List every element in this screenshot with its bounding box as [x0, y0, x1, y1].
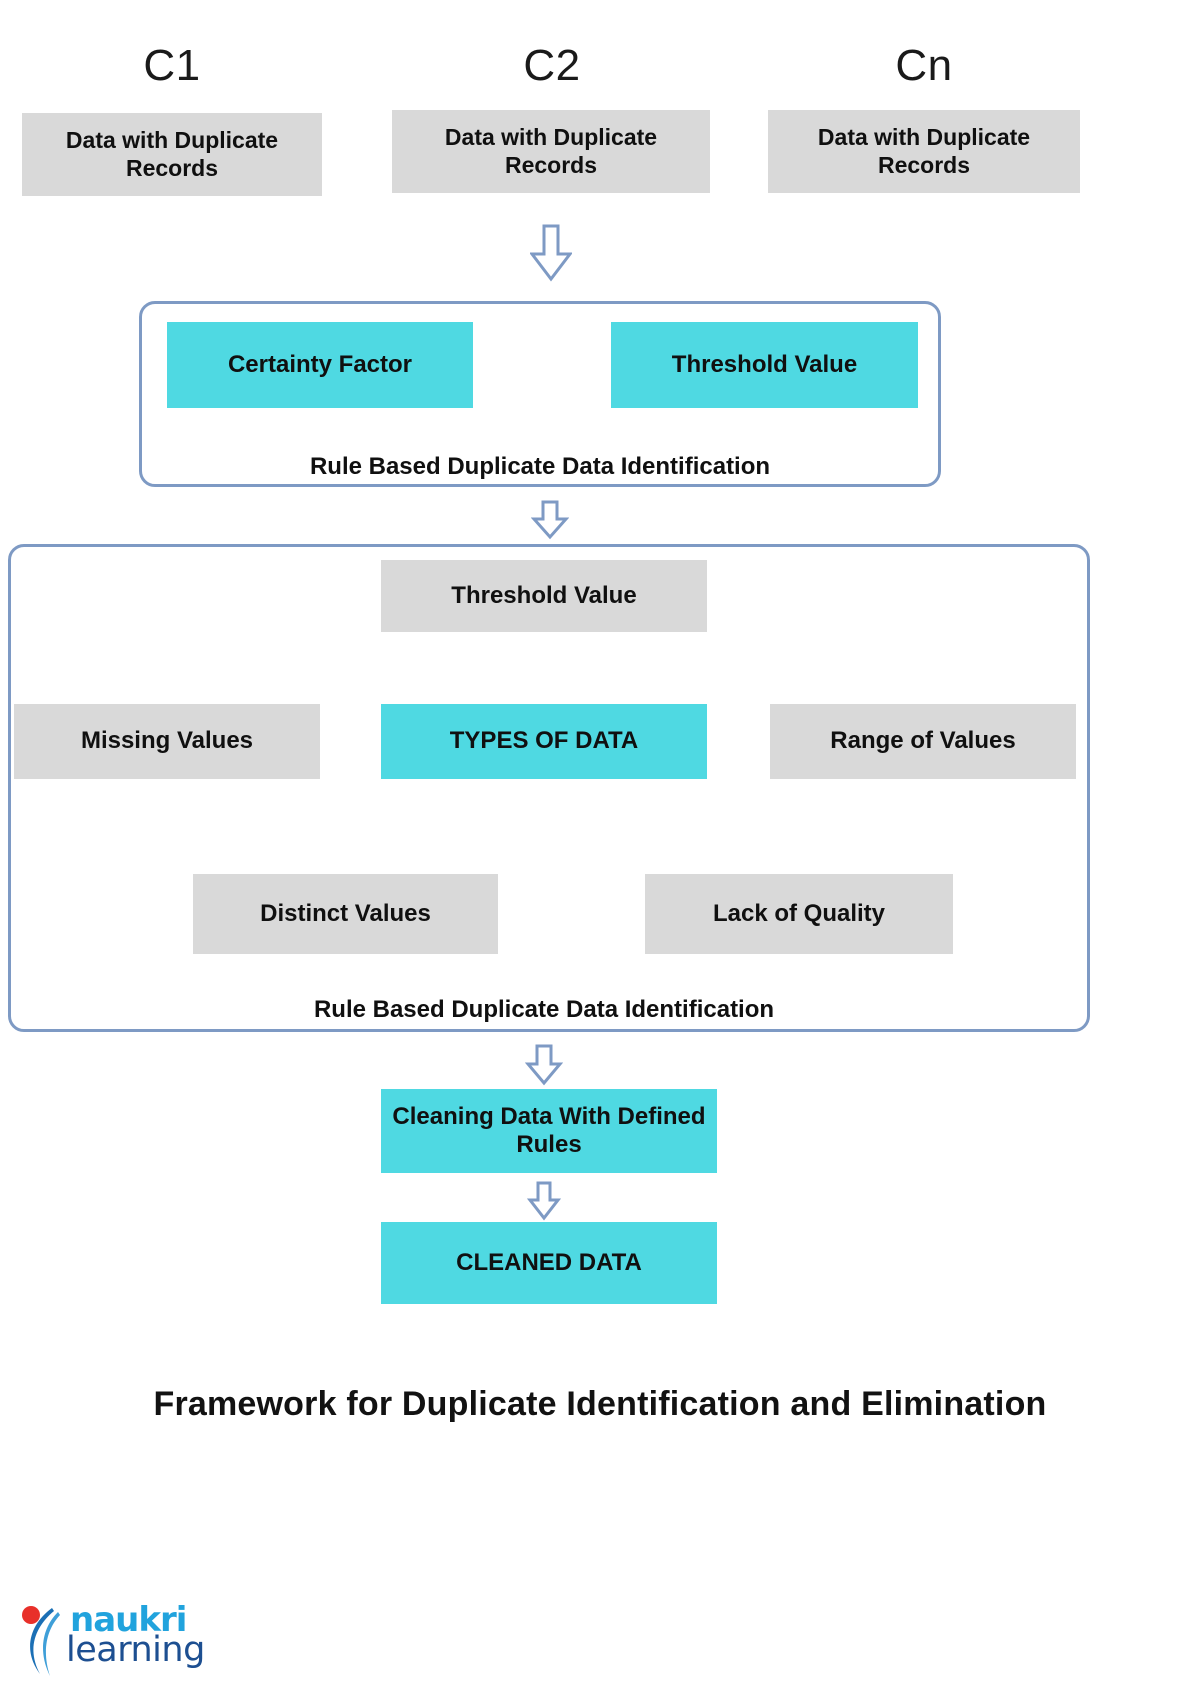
source-box-cn[interactable]: Data with Duplicate Records: [768, 110, 1080, 193]
arrow-cleaning-to-cleaned: [527, 1181, 561, 1221]
stage2-box-distinct-values[interactable]: Distinct Values: [193, 874, 498, 954]
output-box-cleaning-data-label: Cleaning Data With Defined Rules: [392, 1102, 706, 1158]
column-header-cn: Cn: [895, 41, 953, 90]
stage1-panel: [139, 301, 941, 487]
stage2-box-range-of-values[interactable]: Range of Values: [770, 704, 1076, 779]
naukri-learning-logo: naukri learning: [14, 1600, 264, 1680]
logo-word-learning: learning: [66, 1630, 205, 1670]
stage2-box-threshold-value[interactable]: Threshold Value: [381, 560, 707, 632]
source-box-c1[interactable]: Data with Duplicate Records: [22, 113, 322, 196]
arrow-stage1-to-stage2: [531, 500, 569, 540]
stage2-box-lack-of-quality[interactable]: Lack of Quality: [645, 874, 953, 954]
logo-red-dot-icon: [22, 1606, 40, 1624]
stage2-panel: [8, 544, 1090, 1032]
stage2-box-types-of-data[interactable]: TYPES OF DATA: [381, 704, 707, 779]
stage1-box-threshold-value[interactable]: Threshold Value: [611, 322, 918, 408]
logo-swoosh-inner-icon: [43, 1612, 60, 1676]
column-header-c2: C2: [523, 41, 581, 90]
logo-swoosh-outer-icon: [30, 1608, 54, 1674]
figure-title: Framework for Duplicate Identification a…: [153, 1385, 1047, 1423]
arrow-stage2-to-cleaning: [525, 1044, 563, 1086]
stage1-caption: Rule Based Duplicate Data Identification: [309, 453, 771, 480]
output-box-cleaning-data[interactable]: Cleaning Data With Defined Rules: [381, 1089, 717, 1173]
column-header-c1: C1: [143, 41, 201, 90]
naukri-logo-mark-icon: [22, 1606, 60, 1676]
stage2-caption: Rule Based Duplicate Data Identification: [313, 996, 775, 1023]
stage2-box-missing-values[interactable]: Missing Values: [14, 704, 320, 779]
source-box-c2[interactable]: Data with Duplicate Records: [392, 110, 710, 193]
stage1-box-certainty-factor[interactable]: Certainty Factor: [167, 322, 473, 408]
arrow-c2-to-stage1: [530, 224, 572, 282]
output-box-cleaned-data[interactable]: CLEANED DATA: [381, 1222, 717, 1304]
logo-word-naukri: naukri: [70, 1600, 187, 1640]
